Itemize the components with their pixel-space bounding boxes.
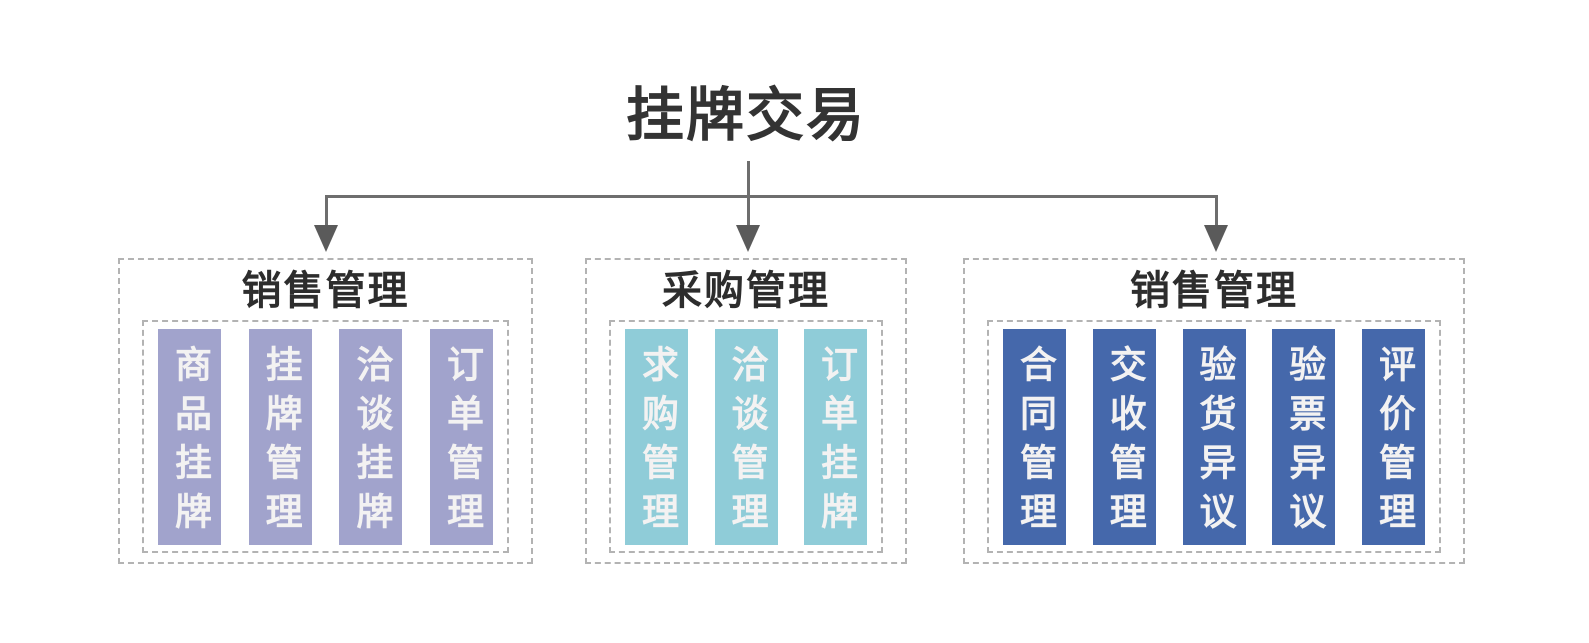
module-bar-label: 验票异议 (1283, 344, 1325, 541)
module-bar: 验票异议 (1272, 328, 1336, 545)
module-bar-label: 交收管理 (1104, 344, 1146, 541)
arrow-down-icon (736, 225, 760, 252)
module-bar-label: 挂牌管理 (260, 344, 302, 541)
group-inner-box: 商品挂牌 挂牌管理 洽谈挂牌 订单管理 (142, 320, 509, 553)
group-title: 销售管理 (241, 269, 410, 313)
module-bar: 订单挂牌 (804, 328, 867, 545)
group-box-procurement: 采购管理 求购管理 洽谈管理 订单挂牌 (585, 258, 907, 564)
group-box-sales-settlement: 销售管理 合同管理 交收管理 验货异议 验票异议 评价管理 (963, 258, 1465, 564)
group-inner-box: 合同管理 交收管理 验货异议 验票异议 评价管理 (987, 320, 1441, 553)
module-bar: 评价管理 (1362, 328, 1425, 545)
group-title: 采购管理 (662, 269, 830, 313)
diagram-title: 挂牌交易 (625, 83, 867, 148)
module-bar-label: 洽谈挂牌 (350, 344, 392, 541)
arrow-down-icon (314, 225, 338, 252)
module-bar: 洽谈管理 (714, 328, 778, 545)
group-box-sales: 销售管理 商品挂牌 挂牌管理 洽谈挂牌 订单管理 (118, 258, 533, 564)
module-bar: 订单管理 (429, 328, 493, 545)
module-bar-label: 订单挂牌 (815, 344, 857, 541)
connector-drop-right (1215, 195, 1218, 227)
module-bar: 挂牌管理 (248, 328, 312, 545)
module-bar: 交收管理 (1092, 328, 1156, 545)
module-bar: 洽谈挂牌 (339, 328, 403, 545)
module-bar: 验货异议 (1182, 328, 1246, 545)
module-bar-label: 验货异议 (1194, 344, 1235, 541)
connector-drop-left (325, 195, 328, 227)
module-bar-label: 求购管理 (636, 344, 678, 541)
module-bar: 商品挂牌 (158, 328, 221, 545)
module-bar-label: 商品挂牌 (169, 344, 211, 541)
module-bar: 求购管理 (625, 328, 688, 545)
module-bar-label: 订单管理 (441, 344, 483, 541)
group-title: 销售管理 (1130, 269, 1298, 313)
module-bar-label: 评价管理 (1373, 344, 1415, 541)
connector-horizontal (325, 195, 1217, 198)
module-bar-label: 洽谈管理 (726, 344, 767, 541)
arrow-down-icon (1204, 225, 1228, 252)
connector-stem (747, 161, 750, 227)
group-inner-box: 求购管理 洽谈管理 订单挂牌 (609, 320, 883, 553)
module-bar: 合同管理 (1003, 328, 1066, 545)
module-bar-label: 合同管理 (1014, 344, 1056, 541)
